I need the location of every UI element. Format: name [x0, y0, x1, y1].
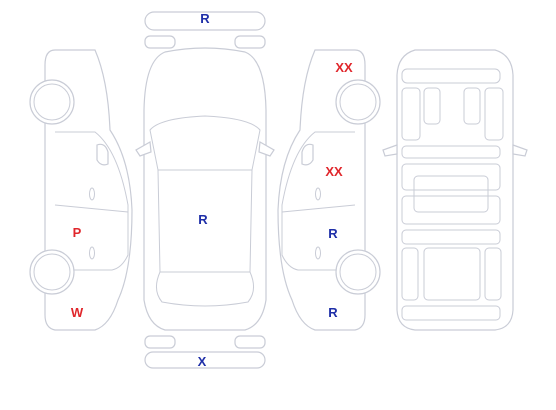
right-side-window-outline	[281, 131, 355, 271]
left-door-divider	[54, 204, 129, 213]
left-rear-handle	[89, 246, 95, 260]
rear-left-pillar	[401, 247, 419, 301]
label-roof: R	[198, 212, 208, 227]
car-body-outline	[143, 47, 267, 331]
interior-right-flare	[512, 144, 528, 157]
car-right-side-view	[277, 49, 381, 331]
label-front-bumper: R	[200, 11, 210, 26]
front-left-pillar	[401, 87, 421, 141]
console-strip-2	[401, 229, 501, 245]
rear-bumper-outline	[144, 351, 266, 369]
right-mirror-side-outline	[301, 143, 314, 166]
front-left-light-outline	[144, 35, 176, 49]
right-front-wheel-inner	[339, 83, 377, 121]
label-right-front-door: R	[328, 226, 338, 241]
left-side-window-outline	[55, 131, 129, 271]
right-rear-handle	[315, 246, 321, 260]
interior-left-flare	[382, 144, 398, 157]
car-top-view	[135, 11, 275, 369]
car-left-side-view	[29, 49, 133, 331]
middle-console-inner	[413, 175, 489, 213]
left-rear-wheel-inner	[33, 253, 71, 291]
left-front-wheel-inner	[33, 83, 71, 121]
front-left-seat	[423, 87, 441, 125]
dashboard-outline	[401, 68, 501, 84]
right-rear-wheel	[335, 249, 381, 295]
label-rear-bumper: X	[198, 354, 207, 369]
left-front-handle	[89, 187, 95, 201]
front-right-light-outline	[234, 35, 266, 49]
middle-console-outer	[401, 195, 501, 225]
windshield-outline	[149, 115, 261, 171]
right-door-divider	[281, 204, 356, 213]
rear-window-outline	[156, 271, 254, 307]
middle-row-outline	[401, 163, 501, 191]
right-mirror-outline	[258, 141, 275, 157]
label-left-rear: W	[71, 305, 84, 320]
front-right-pillar	[484, 87, 504, 141]
rear-right-light-outline	[234, 335, 266, 349]
damage-labels: R R X P W XX XX R R	[71, 11, 353, 369]
console-strip-1	[401, 145, 501, 159]
right-front-handle	[315, 187, 321, 201]
left-rear-wheel	[29, 249, 75, 295]
trunk-strip	[401, 305, 501, 321]
rear-right-pillar	[484, 247, 502, 301]
rear-seat-center	[423, 247, 481, 301]
left-front-wheel	[29, 79, 75, 125]
right-rear-wheel-inner	[339, 253, 377, 291]
label-right-rear-door: XX	[325, 164, 343, 179]
label-right-rear-top: XX	[335, 60, 353, 75]
front-bumper-outline	[144, 11, 266, 31]
front-right-seat	[463, 87, 481, 125]
left-mirror-outline	[135, 141, 152, 157]
right-front-wheel	[335, 79, 381, 125]
car-interior-view	[382, 49, 528, 331]
left-mirror-side-outline	[96, 143, 109, 166]
label-right-front: R	[328, 305, 338, 320]
label-left-front-fender: P	[73, 225, 82, 240]
rear-left-light-outline	[144, 335, 176, 349]
